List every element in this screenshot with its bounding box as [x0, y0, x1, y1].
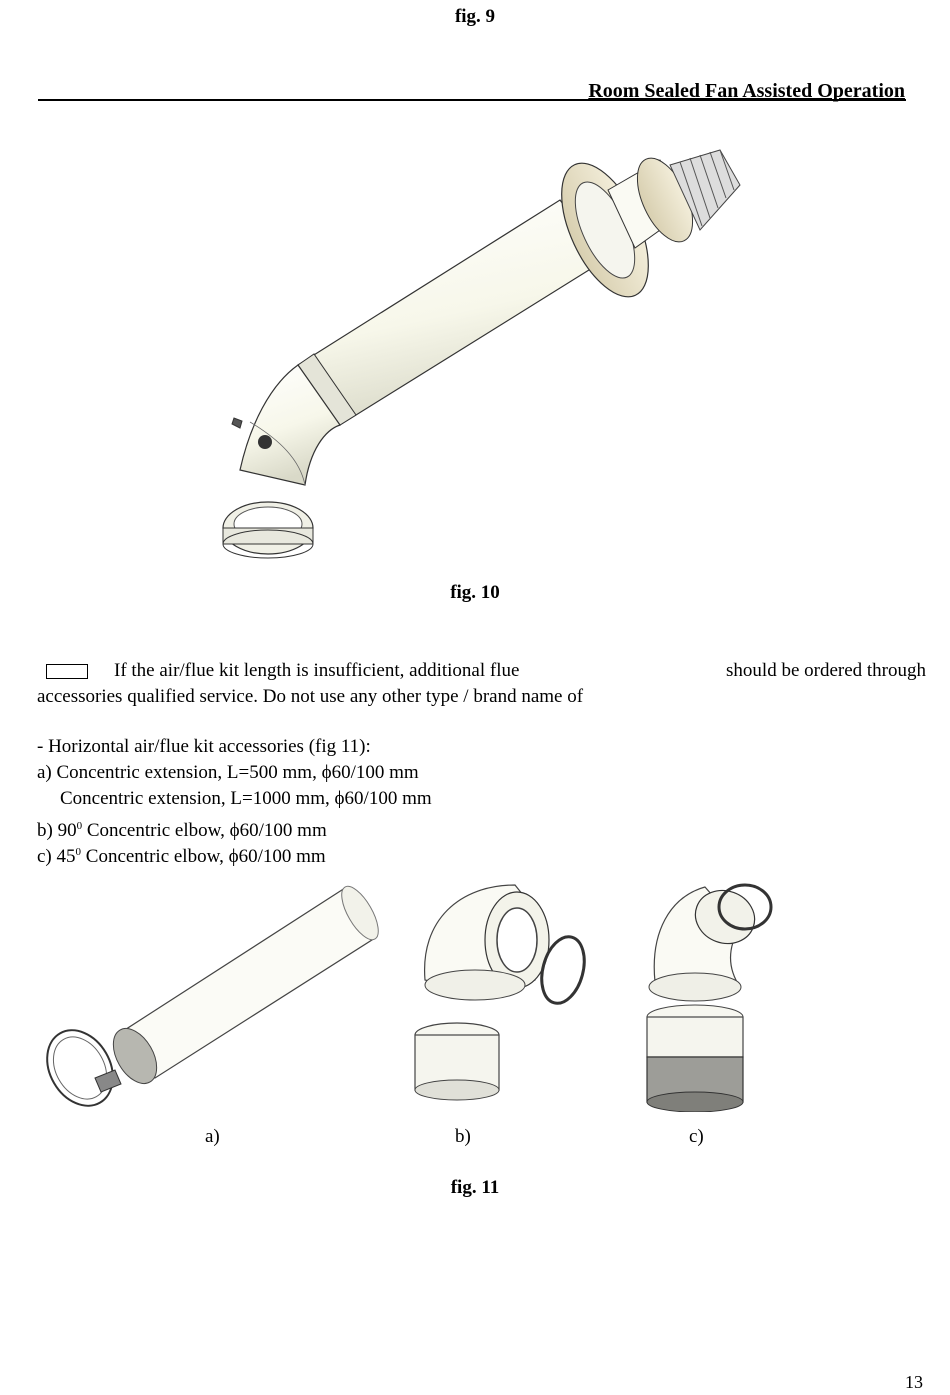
- note-line-2: accessories qualified service. Do not us…: [37, 686, 584, 707]
- fig11-label-c: c): [689, 1126, 704, 1147]
- accessory-item-b: b) 900 Concentric elbow, ϕ60/100 mm: [37, 813, 327, 844]
- fig10-caption: fig. 10: [450, 582, 500, 603]
- item-c-degree: 0: [75, 846, 82, 858]
- accessories-heading: - Horizontal air/flue kit accessories (f…: [37, 736, 371, 757]
- item-b-suffix: Concentric elbow, ϕ60/100 mm: [82, 820, 327, 841]
- fig11-label-a: a): [205, 1126, 220, 1147]
- elbow-45-illustration: [646, 883, 773, 1112]
- item-c-prefix: c) 45: [37, 846, 76, 867]
- concentric-extension-illustration: [46, 885, 379, 1107]
- item-b-degree: 0: [76, 820, 83, 832]
- fig11-label-b: b): [455, 1126, 471, 1147]
- fig9-caption: fig. 9: [454, 6, 496, 27]
- page-number: 13: [905, 1372, 923, 1392]
- note-line-1: If the air/flue kit length is insufficie…: [46, 658, 519, 684]
- horizontal-flue-kit-illustration: [222, 149, 741, 559]
- note-checkbox: [46, 664, 88, 680]
- note-line-1-right: should be ordered through: [726, 660, 926, 681]
- accessory-item-a1: a) Concentric extension, L=500 mm, ϕ60/1…: [37, 762, 419, 783]
- note-line-1-text: If the air/flue kit length is insufficie…: [114, 660, 520, 681]
- item-b-prefix: b) 90: [37, 820, 77, 841]
- accessory-item-c: c) 450 Concentric elbow, ϕ60/100 mm: [37, 839, 326, 870]
- accessory-item-a2: Concentric extension, L=1000 mm, ϕ60/100…: [60, 788, 432, 809]
- item-c-suffix: Concentric elbow, ϕ60/100 mm: [81, 846, 326, 867]
- section-title: Room Sealed Fan Assisted Operation: [588, 80, 905, 102]
- elbow-90-illustration: [414, 884, 586, 1101]
- header-rule: [38, 99, 906, 101]
- fig11-caption: fig. 11: [450, 1177, 500, 1198]
